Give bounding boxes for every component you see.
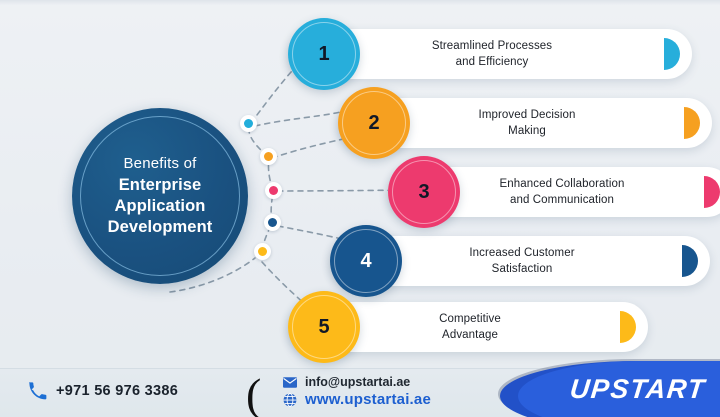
benefit-cap-4: [682, 245, 698, 277]
benefit-bubble-1[interactable]: 1: [288, 18, 360, 90]
logo-text-part2: A: [644, 374, 670, 404]
bubble-ring-1: [292, 22, 356, 86]
benefit-label-1: Streamlined Processes and Efficiency: [346, 38, 638, 71]
node-dot-5: [258, 247, 267, 256]
node-dot-2: [264, 152, 273, 161]
benefit-number-4: 4: [360, 249, 372, 272]
benefit-number-1: 1: [318, 42, 330, 65]
phone-icon: [28, 382, 47, 400]
benefit-label-2-line1: Improved Decision: [478, 108, 576, 121]
benefit-cap-3: [704, 176, 720, 208]
central-hub: Benefits of Enterprise Application Devel…: [72, 108, 248, 284]
benefit-label-1-line2: and Efficiency: [455, 56, 529, 68]
connector-node-4: [264, 214, 281, 231]
benefit-number-2: 2: [368, 111, 380, 134]
benefit-item-4[interactable]: Increased Customer Satisfaction 4: [330, 225, 710, 297]
benefit-bubble-2[interactable]: 2: [338, 87, 410, 159]
hub-line-1: Benefits of: [123, 154, 197, 172]
bubble-ring-4: [334, 229, 398, 293]
benefit-label-3-line2: and Communication: [510, 194, 614, 206]
benefit-bubble-3[interactable]: 3: [388, 156, 460, 228]
benefit-label-1-line1: Streamlined Processes: [431, 39, 553, 52]
email-row[interactable]: info@upstartai.ae: [283, 375, 431, 389]
benefit-label-5-line1: Competitive: [439, 312, 501, 325]
globe-icon: [283, 392, 297, 407]
benefit-item-3[interactable]: Enhanced Collaboration and Communication…: [388, 156, 720, 228]
contact-block[interactable]: info@upstartai.ae www.upstartai.ae: [283, 375, 431, 408]
benefit-cap-2: [684, 107, 700, 139]
connector-node-5: [254, 243, 271, 260]
benefit-label-4: Increased Customer Satisfaction: [388, 245, 656, 278]
benefit-label-2: Improved Decision Making: [396, 107, 658, 140]
decorative-paren: (: [246, 369, 262, 417]
connector-node-3: [265, 182, 282, 199]
node-dot-1: [244, 119, 253, 128]
benefit-label-3-line1: Enhanced Collaboration: [499, 177, 625, 190]
phone-block[interactable]: +971 56 976 3386: [28, 381, 178, 400]
node-dot-3: [269, 186, 278, 195]
connector-node-1: [240, 115, 257, 132]
hub-line-2: Enterprise: [118, 175, 202, 194]
benefit-item-1[interactable]: Streamlined Processes and Efficiency 1: [288, 18, 692, 90]
hub-line-3: Application: [114, 197, 206, 216]
node-dot-4: [268, 218, 277, 227]
website-row[interactable]: www.upstartai.ae: [283, 391, 431, 408]
logo-wordmark: UPSTART: [569, 374, 708, 405]
phone-number: +971 56 976 3386: [56, 382, 179, 399]
benefit-label-4-line2: Satisfaction: [491, 263, 553, 275]
envelope-icon: [283, 376, 297, 388]
benefit-item-5[interactable]: Competitive Advantage 5: [288, 291, 648, 363]
benefit-label-2-line2: Making: [508, 125, 546, 137]
benefit-number-5: 5: [318, 315, 330, 338]
connector-node-2: [260, 148, 277, 165]
benefit-label-5: Competitive Advantage: [346, 311, 594, 344]
benefit-label-5-line2: Advantage: [442, 329, 498, 341]
hub-line-4: Development: [107, 218, 213, 237]
bubble-ring-2: [342, 91, 406, 155]
hub-title: Benefits of Enterprise Application Devel…: [102, 154, 219, 239]
logo-text-part3: RT: [665, 374, 708, 404]
website-url: www.upstartai.ae: [305, 391, 432, 408]
bubble-ring-5: [292, 295, 356, 359]
benefit-label-4-line1: Increased Customer: [469, 246, 575, 259]
benefit-label-3: Enhanced Collaboration and Communication: [446, 176, 678, 209]
bubble-ring-3: [392, 160, 456, 224]
email-address: info@upstartai.ae: [305, 375, 411, 389]
benefit-cap-5: [620, 311, 636, 343]
upstart-logo[interactable]: UPSTART: [490, 360, 720, 417]
benefit-item-2[interactable]: Improved Decision Making 2: [338, 87, 712, 159]
benefit-bubble-5[interactable]: 5: [288, 291, 360, 363]
top-edge-strip: [0, 0, 720, 5]
benefit-number-3: 3: [418, 180, 430, 203]
benefit-bubble-4[interactable]: 4: [330, 225, 402, 297]
logo-text-part1: UPST: [568, 374, 649, 404]
benefit-cap-1: [664, 38, 680, 70]
